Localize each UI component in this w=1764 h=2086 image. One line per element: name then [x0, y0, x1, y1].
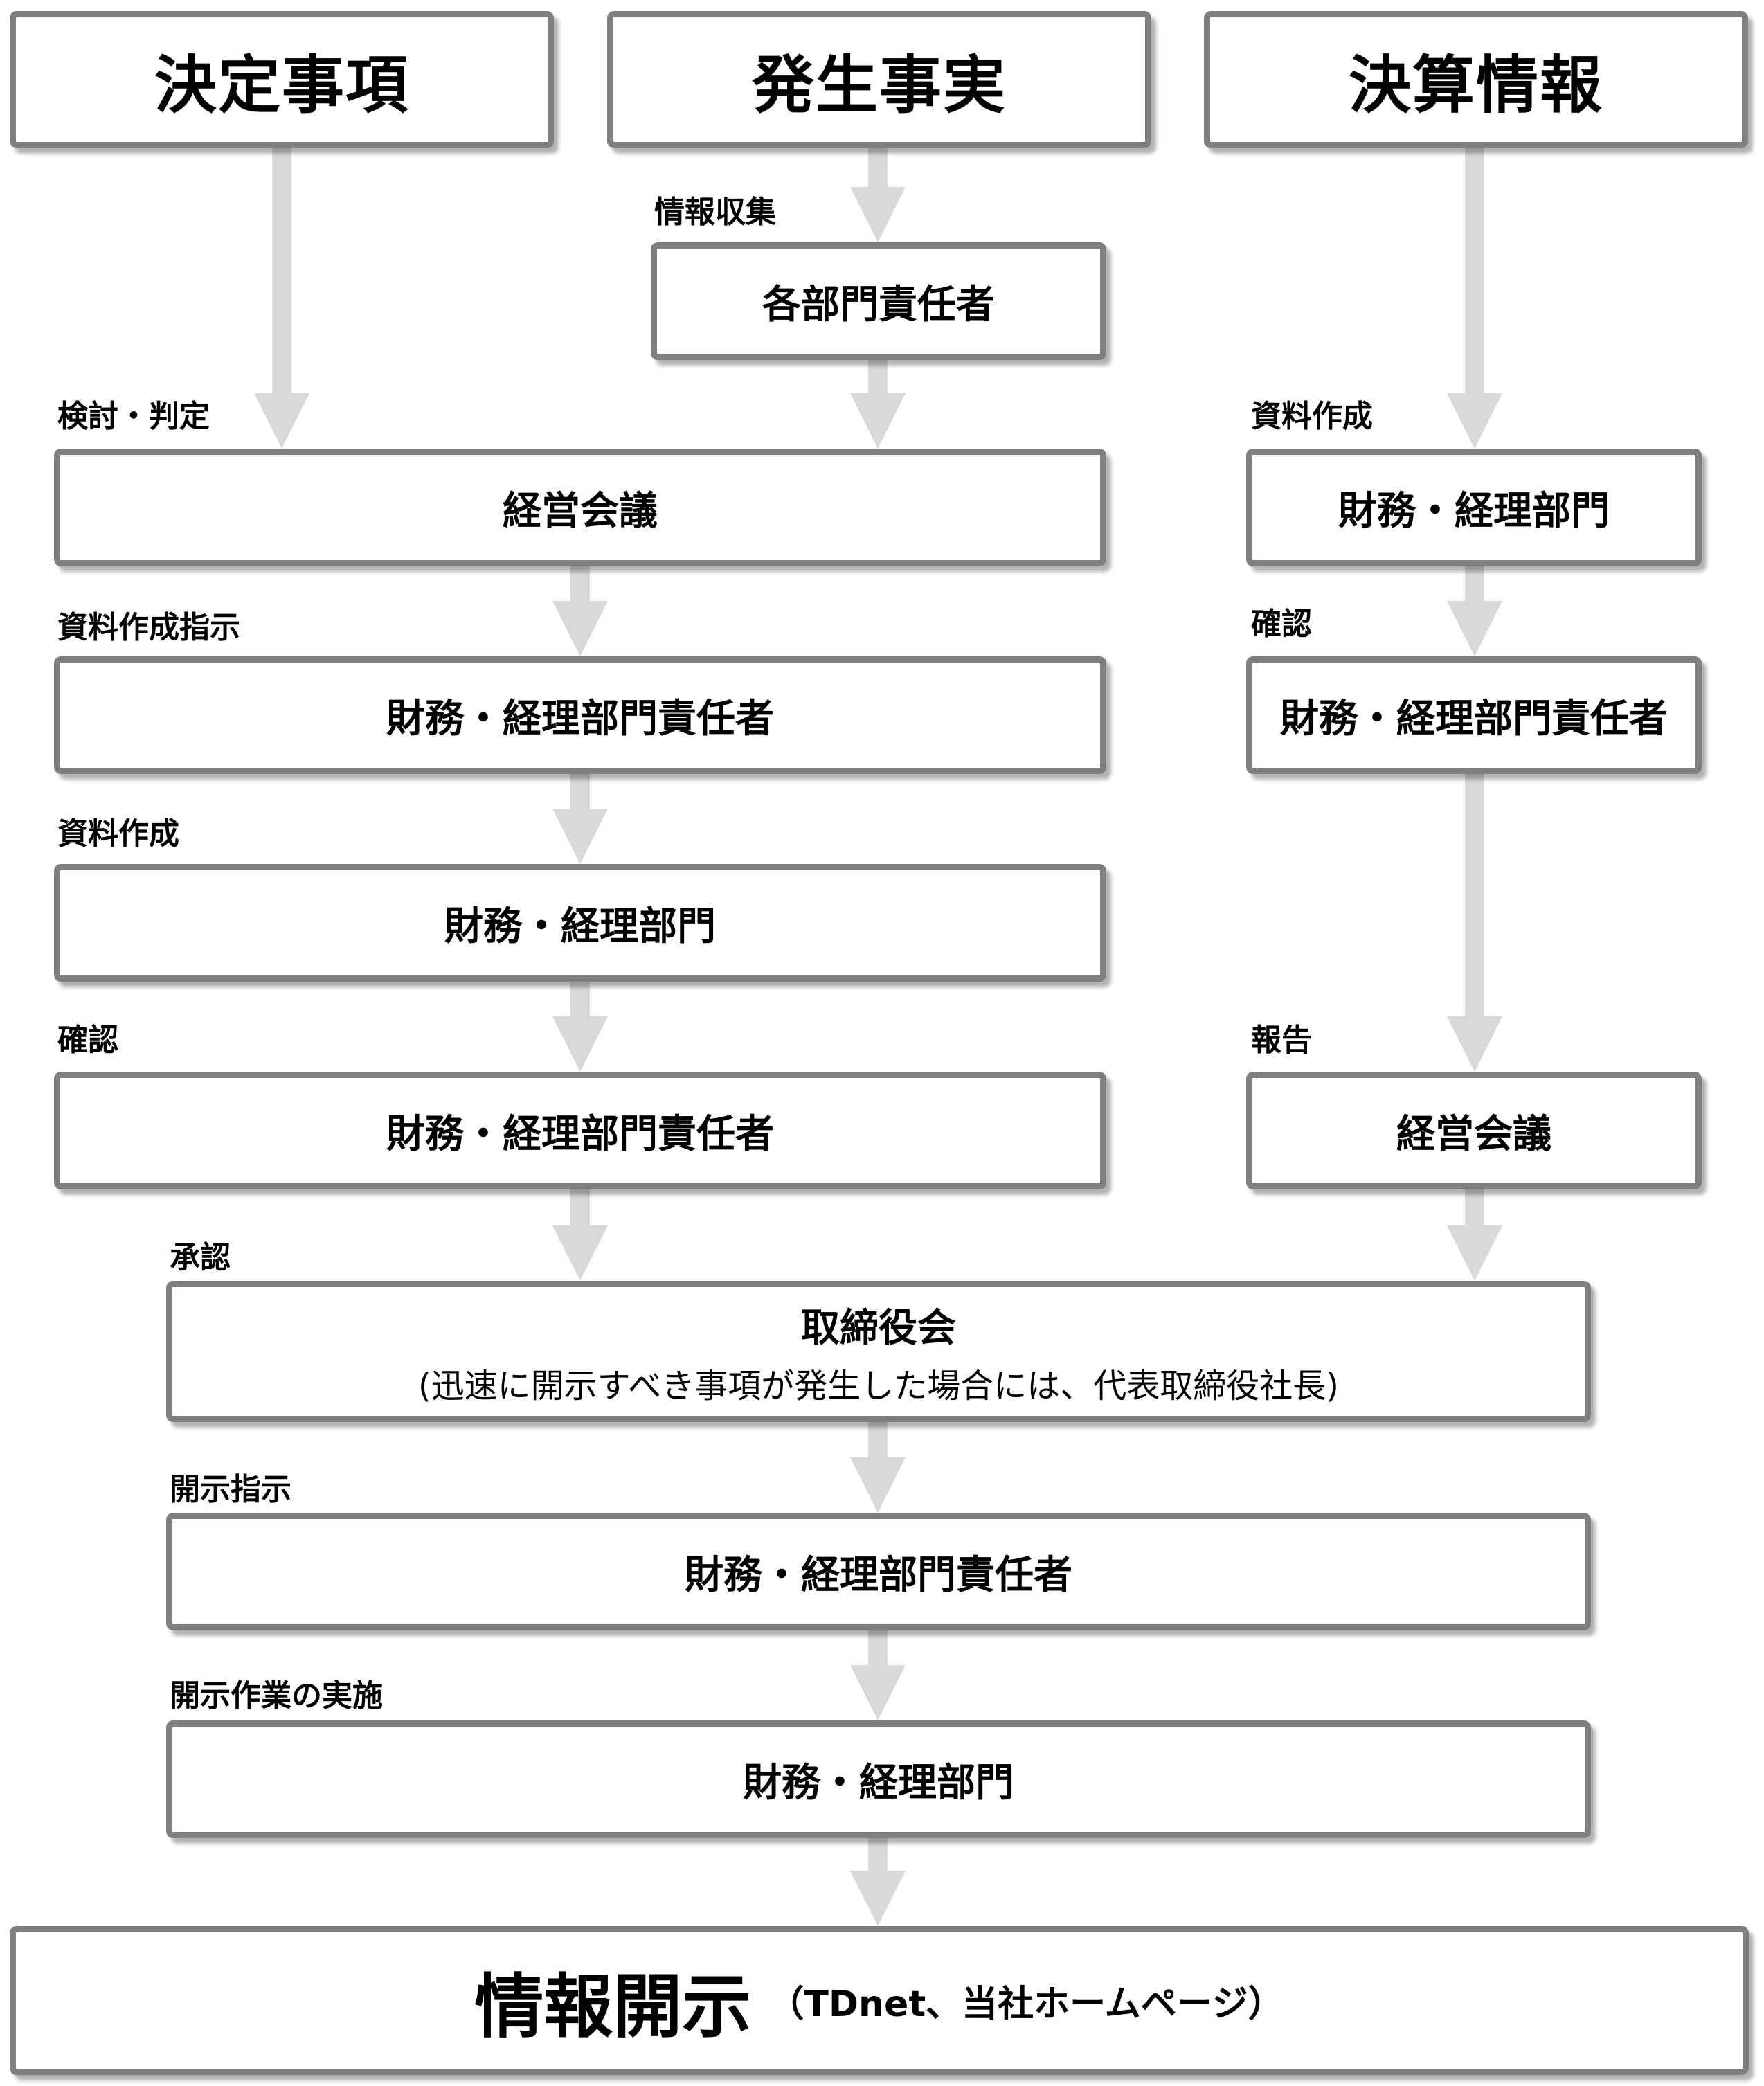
label-doc-creation-left: 資料作成	[57, 816, 179, 852]
arrow-finhead1-to-findept	[552, 774, 608, 864]
box-fin-head-3: 財務・経理部門責任者	[166, 1513, 1591, 1630]
box-fin-head-right-text: 財務・経理部門責任者	[1280, 696, 1668, 741]
label-confirm-left: 確認	[57, 1023, 118, 1058]
box-mgmt-meeting-right: 経営会議	[1246, 1072, 1702, 1189]
arrow-finhead2-to-board	[552, 1189, 608, 1281]
box-fin-head-2: 財務・経理部門責任者	[54, 1072, 1106, 1189]
header-financial-text: 決算情報	[1349, 49, 1603, 122]
label-report: 報告	[1251, 1023, 1312, 1058]
box-fin-dept-left: 財務・経理部門	[54, 864, 1106, 982]
box-fin-dept-bottom-text: 財務・経理部門	[743, 1760, 1014, 1806]
label-info-collection: 情報収集	[654, 195, 776, 230]
box-dept-heads: 各部門責任者	[651, 242, 1106, 360]
arrow-finhead3-to-findept	[850, 1630, 906, 1720]
disclosure-title: 情報開示	[474, 1966, 752, 2047]
box-fin-dept-right: 財務・経理部門	[1246, 449, 1702, 566]
box-board: 取締役会 (迅速に開示すべき事項が発生した場合には、代表取締役社長)	[166, 1281, 1591, 1422]
box-board-note: (迅速に開示すべき事項が発生した場合には、代表取締役社長)	[417, 1366, 1340, 1405]
arrow-occurrence-to-dept	[850, 148, 906, 242]
box-fin-dept-left-text: 財務・経理部門	[444, 903, 716, 949]
box-fin-head-3-text: 財務・経理部門責任者	[685, 1552, 1072, 1598]
label-doc-creation-right: 資料作成	[1251, 399, 1373, 434]
header-decision: 決定事項	[10, 11, 554, 148]
label-review: 検討・判定	[57, 399, 210, 434]
box-mgmt-meeting-right-text: 経営会議	[1396, 1111, 1551, 1157]
box-mgmt-meeting-left: 経営会議	[54, 449, 1106, 566]
arrow-decision-to-mgmt	[254, 148, 309, 449]
arrow-mgmt-to-finhead1	[552, 566, 608, 656]
box-dept-heads-text: 各部門責任者	[762, 282, 995, 327]
box-fin-dept-bottom: 財務・経理部門	[166, 1720, 1591, 1838]
label-confirm-right: 確認	[1251, 606, 1312, 642]
header-financial: 決算情報	[1204, 11, 1748, 148]
header-occurrence: 発生事実	[607, 11, 1151, 148]
box-board-text: 取締役会	[801, 1305, 956, 1351]
label-approval: 承認	[170, 1240, 231, 1275]
arrow-findept-to-finhead-right	[1447, 566, 1502, 656]
box-mgmt-meeting-left-text: 経営会議	[503, 488, 658, 534]
arrow-mgmt-right-to-board	[1447, 1189, 1502, 1281]
box-fin-head-1: 財務・経理部門責任者	[54, 656, 1106, 774]
disclosure-note: （TDnet、当社ホームページ）	[768, 1984, 1284, 2025]
box-disclosure: 情報開示 （TDnet、当社ホームページ）	[10, 1926, 1749, 2075]
header-decision-text: 決定事項	[154, 49, 409, 122]
arrow-finhead-right-to-mgmt	[1447, 774, 1502, 1072]
box-fin-head-2-text: 財務・経理部門責任者	[386, 1111, 774, 1157]
box-fin-head-right: 財務・経理部門責任者	[1246, 656, 1702, 774]
arrow-dept-to-mgmt	[850, 360, 906, 449]
label-disclosure-instruction: 開示指示	[170, 1472, 291, 1507]
box-fin-head-1-text: 財務・経理部門責任者	[386, 696, 774, 741]
label-disclosure-work: 開示作業の実施	[170, 1678, 383, 1714]
box-fin-dept-right-text: 財務・経理部門	[1338, 488, 1610, 534]
header-occurrence-text: 発生事実	[752, 49, 1007, 122]
label-doc-instruction: 資料作成指示	[57, 610, 240, 645]
arrow-financial-to-findept	[1447, 148, 1502, 449]
arrow-findept-to-finhead2	[552, 982, 608, 1072]
arrow-board-to-finhead3	[850, 1422, 906, 1513]
arrow-findept-to-disclosure	[850, 1838, 906, 1926]
